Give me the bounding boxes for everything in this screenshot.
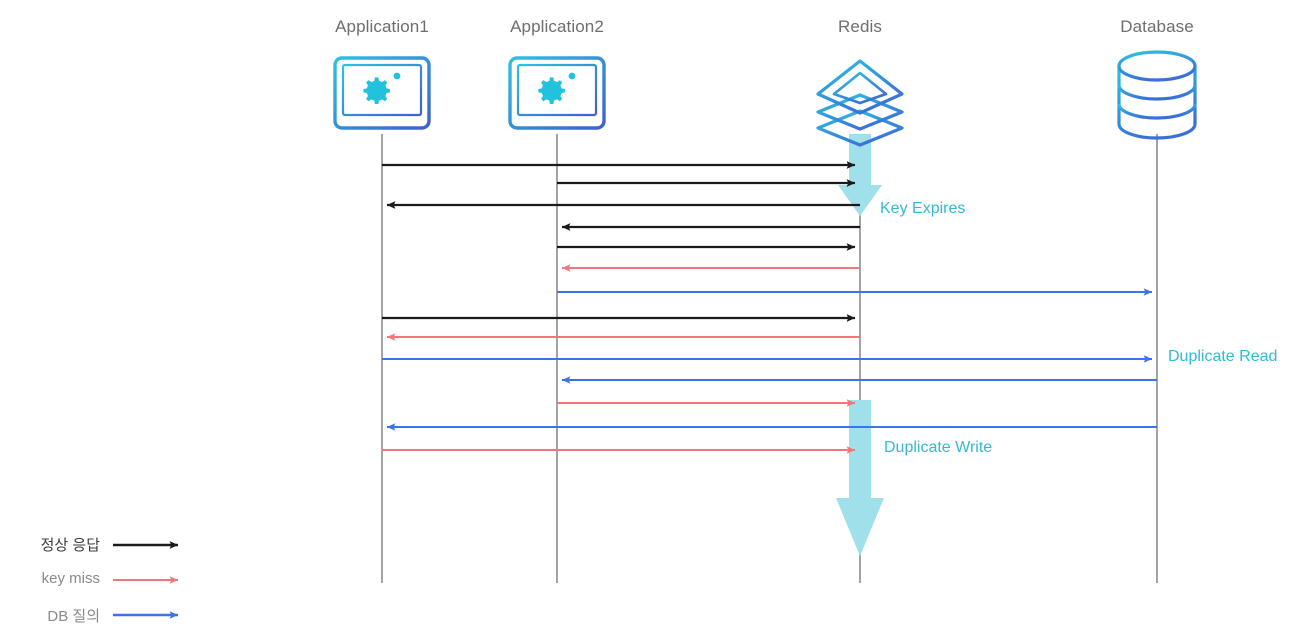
note-key-expires: Key Expires [880, 200, 966, 217]
legend-lines-group [113, 541, 179, 619]
note-duplicate-read: Duplicate Read [1168, 348, 1278, 365]
redis-stack-icon [816, 59, 904, 147]
app-window-gear-icon [508, 56, 606, 130]
actor-label-redis: Redis [838, 17, 882, 36]
actor-label-database: Database [1120, 17, 1194, 36]
actor-label-app1: Application1 [335, 17, 429, 36]
app-window-gear-icon [333, 56, 431, 130]
messages-group [382, 161, 1157, 454]
duplicate-write-bar [836, 400, 884, 556]
legend-label-normal: 정상 응답 [40, 537, 100, 554]
expiry-bars-group [836, 134, 884, 556]
legend-label-db-query: DB 질의 [47, 608, 100, 625]
note-duplicate-write: Duplicate Write [884, 439, 993, 456]
database-cylinder-icon [1117, 50, 1197, 140]
actor-label-app2: Application2 [510, 17, 604, 36]
legend-label-key-miss: key miss [41, 570, 100, 587]
key-expiry-bar [838, 134, 882, 216]
